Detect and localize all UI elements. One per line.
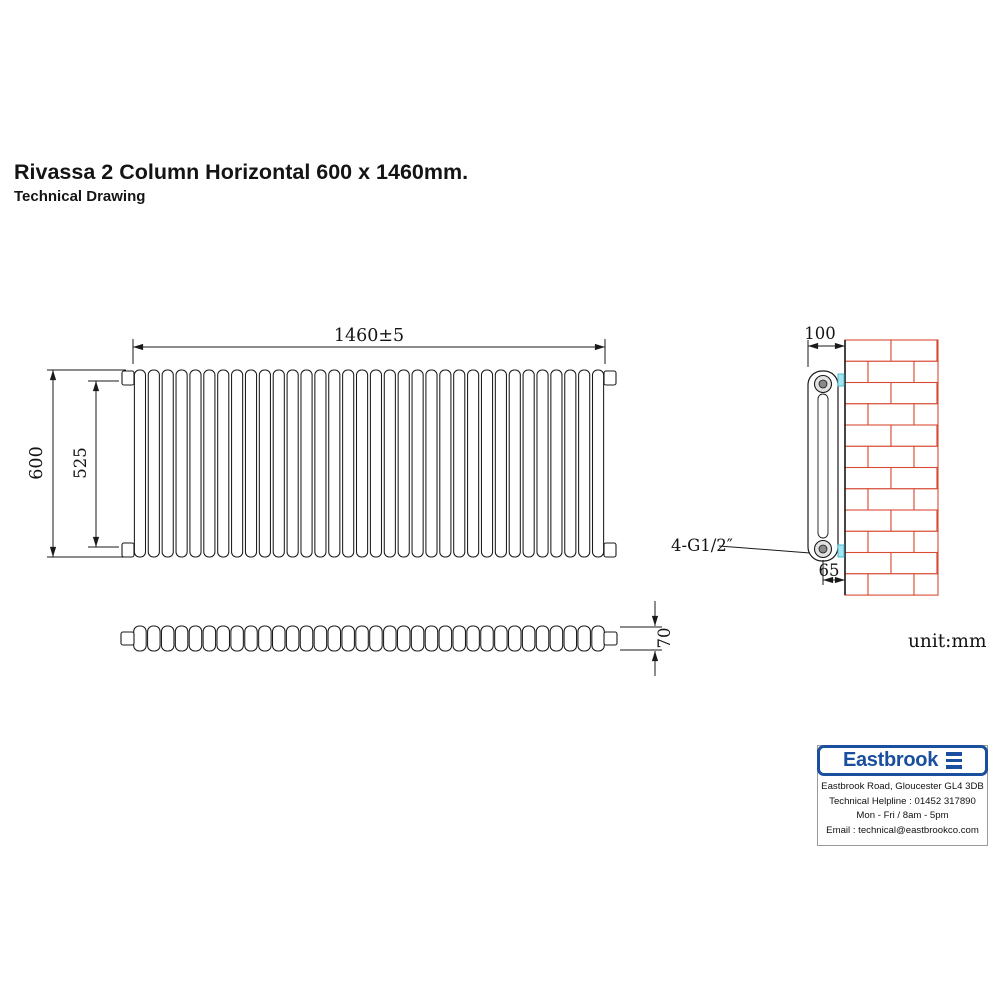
brand-helpline: Technical Helpline : 01452 317890 xyxy=(829,795,976,807)
connection-size-label: 4-G1/2″ xyxy=(671,536,733,555)
title-block: Rivassa 2 Column Horizontal 600 x 1460mm… xyxy=(14,160,468,205)
dim-width-label: 1460±5 xyxy=(334,326,404,346)
eastbrook-bars-icon xyxy=(946,752,963,769)
side-profile xyxy=(807,370,839,562)
wall-bracket-bottom xyxy=(837,544,845,558)
top-view-dimension-lines xyxy=(620,601,662,676)
eastbrook-logo: Eastbrook xyxy=(817,745,988,776)
brand-email: Email : technical@eastbrookco.com xyxy=(826,824,979,836)
radiator-columns xyxy=(133,369,605,558)
side-dimension-lines xyxy=(718,340,845,585)
bushing-bottom-right xyxy=(603,542,617,558)
top-view-cap-left xyxy=(120,631,135,646)
page-title: Rivassa 2 Column Horizontal 600 x 1460mm… xyxy=(14,160,469,184)
dim-wall-to-centre-label: 65 xyxy=(819,561,840,580)
wall-bracket-top xyxy=(837,373,845,387)
brand-address: Eastbrook Road, Gloucester GL4 3DB xyxy=(821,781,984,792)
brand-block: Eastbrook Eastbrook Road, Gloucester GL4… xyxy=(817,745,988,846)
top-view-sections xyxy=(133,625,605,652)
tapping-bottom-core xyxy=(818,544,828,554)
dim-centres-label: 525 xyxy=(71,447,90,479)
top-view: 70 xyxy=(120,601,674,676)
brand-contact-lines: Eastbrook Road, Gloucester GL4 3DB Techn… xyxy=(818,775,987,845)
unit-label: unit:mm xyxy=(908,631,987,652)
dim-height-label: 600 xyxy=(27,446,47,479)
side-profile-slot xyxy=(817,393,829,539)
front-bushings xyxy=(121,370,617,558)
bushing-bottom-left xyxy=(121,542,135,558)
tapping-top-core xyxy=(818,379,828,389)
dim-depth-top-label: 70 xyxy=(655,628,674,649)
brand-name: Eastbrook xyxy=(842,749,939,771)
brick-wall xyxy=(844,339,939,596)
bushing-top-right xyxy=(603,370,617,386)
brand-hours: Mon - Fri / 8am - 5pm xyxy=(856,810,949,821)
page-subtitle: Technical Drawing xyxy=(14,188,146,205)
front-view: 1460±5 600 525 xyxy=(27,326,617,558)
side-view: 100 65 4-G1/2″ xyxy=(671,324,939,596)
bushing-top-left xyxy=(121,370,135,386)
dim-depth-label: 100 xyxy=(804,324,836,343)
top-view-cap-right xyxy=(603,631,618,646)
front-dimension-lines xyxy=(47,339,606,558)
